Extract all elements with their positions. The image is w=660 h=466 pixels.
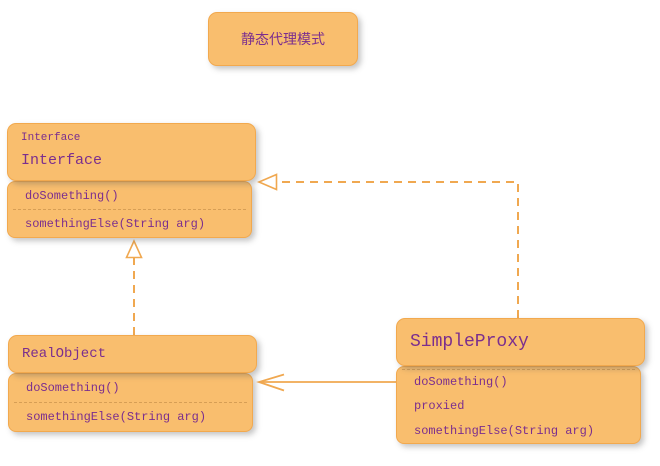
class-member: somethingElse(String arg) — [414, 423, 595, 438]
class-member: doSomething() — [26, 381, 120, 395]
class-members-realobject: doSomething() somethingElse(String arg) — [8, 373, 253, 432]
member-divider — [402, 369, 635, 370]
realization-arrow-simpleproxy-to-interface — [256, 173, 519, 318]
diagram-title-card: 静态代理模式 — [208, 12, 358, 66]
class-member: somethingElse(String arg) — [26, 410, 207, 424]
class-name: RealObject — [22, 346, 107, 362]
class-stereotype: Interface — [21, 132, 81, 144]
member-divider — [13, 209, 246, 210]
class-node-simpleproxy: SimpleProxy doSomething() proxied someth… — [396, 318, 645, 444]
class-header-interface: Interface Interface — [7, 123, 256, 181]
realization-arrow-realobject-to-interface — [125, 239, 143, 335]
class-member: doSomething() — [414, 375, 508, 390]
association-arrow-simpleproxy-to-realobject — [256, 373, 397, 392]
member-divider — [14, 402, 247, 403]
class-node-realobject: RealObject doSomething() somethingElse(S… — [8, 335, 257, 432]
class-node-interface: Interface Interface doSomething() someth… — [7, 123, 256, 238]
class-header-realobject: RealObject — [8, 335, 257, 373]
diagram-title-label: 静态代理模式 — [241, 32, 325, 48]
class-members-simpleproxy: doSomething() proxied somethingElse(Stri… — [396, 366, 641, 444]
class-header-simpleproxy: SimpleProxy — [396, 318, 645, 366]
class-members-interface: doSomething() somethingElse(String arg) — [7, 181, 252, 238]
class-name: Interface — [21, 152, 103, 169]
class-member: doSomething() — [25, 188, 119, 203]
class-member: somethingElse(String arg) — [25, 216, 206, 231]
class-name: SimpleProxy — [410, 332, 529, 352]
class-member: proxied — [414, 399, 465, 414]
